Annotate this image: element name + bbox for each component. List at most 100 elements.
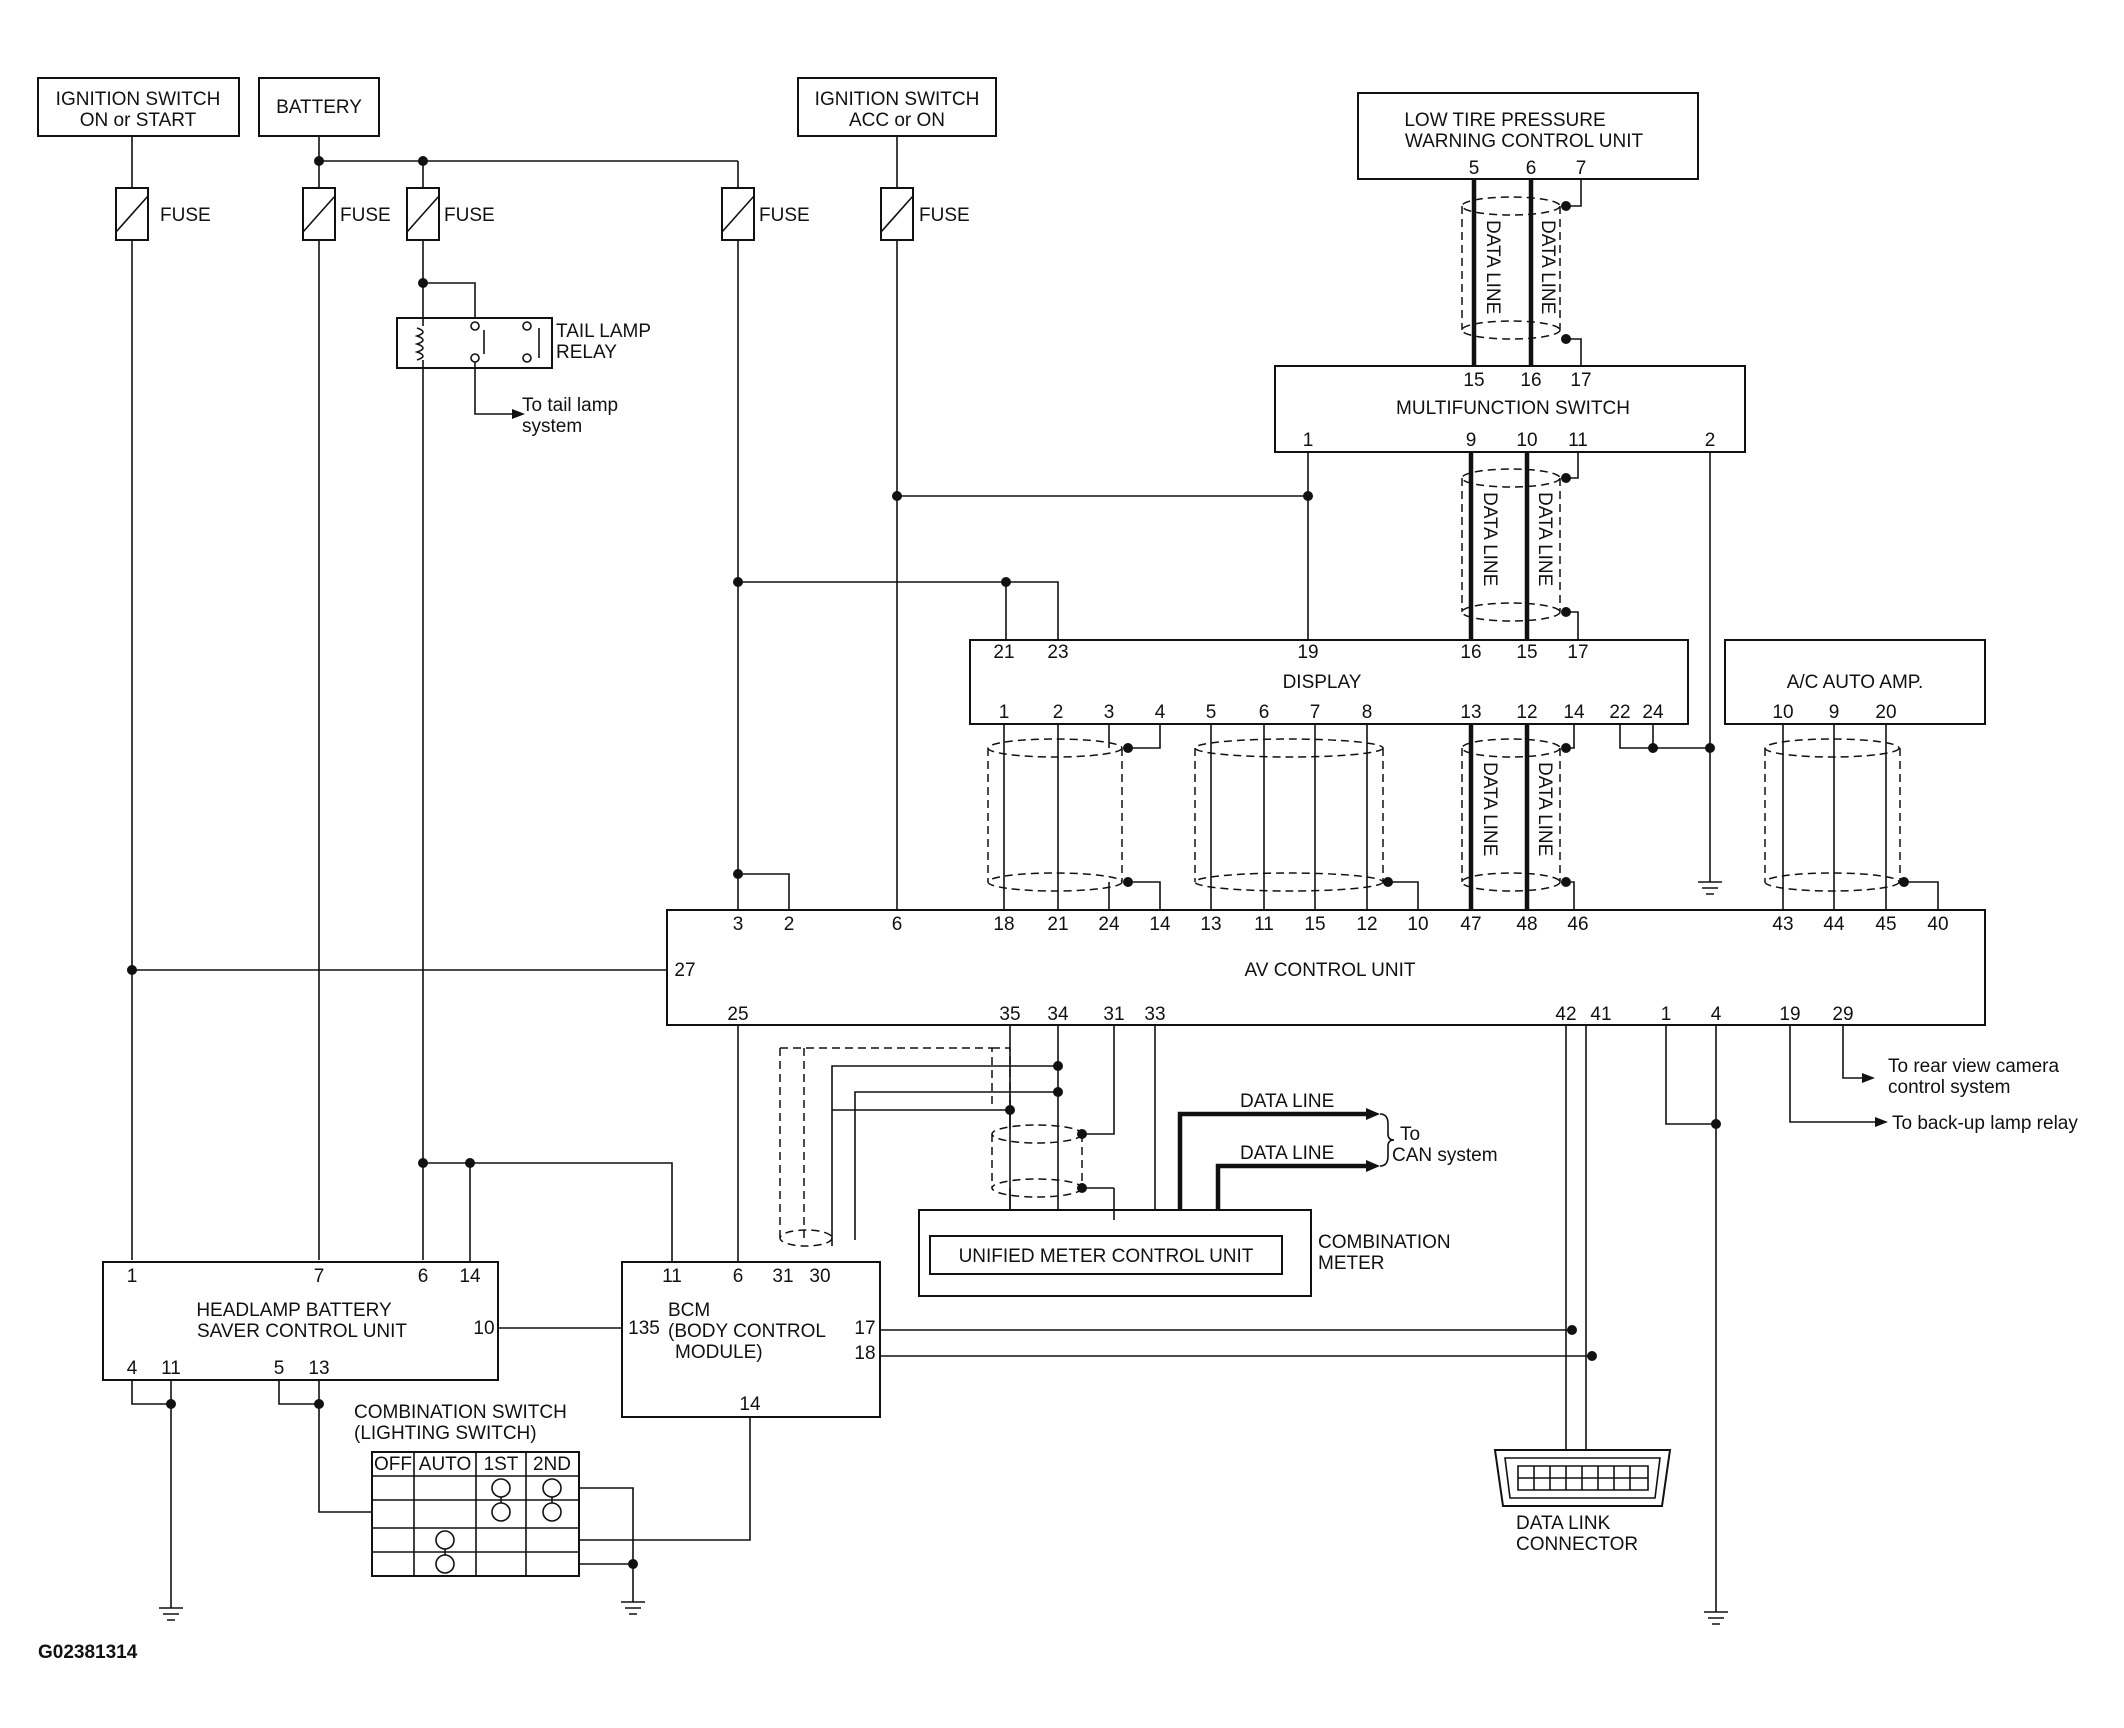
av-pin-27: 27 bbox=[674, 960, 695, 981]
av-pin-15: 15 bbox=[1304, 914, 1325, 935]
to-can-label-1: To bbox=[1400, 1124, 1420, 1145]
av-pin-18: 18 bbox=[993, 914, 1014, 935]
can-data-line-label-2: DATA LINE bbox=[1240, 1143, 1334, 1164]
combination-switch: COMBINATION SWITCH (LIGHTING SWITCH) OFF… bbox=[354, 1402, 645, 1615]
hbs-pin-6: 6 bbox=[418, 1266, 429, 1287]
can-data-lines bbox=[1177, 1111, 1368, 1210]
battery-box: BATTERY bbox=[258, 77, 380, 137]
dlc-label-1: DATA LINK bbox=[1516, 1513, 1611, 1534]
to-rear-camera-label-2: control system bbox=[1888, 1077, 2010, 1098]
bcm-switch-wire bbox=[579, 1417, 751, 1541]
display-pin-15: 15 bbox=[1516, 642, 1537, 663]
ignition-acc-on-label-2: ACC or ON bbox=[849, 110, 945, 131]
saver-switch-wire bbox=[278, 1380, 372, 1513]
ignition-on-start-label-1: IGNITION SWITCH bbox=[56, 89, 221, 110]
av-pin-10: 10 bbox=[1407, 914, 1428, 935]
ignition-acc-on-label-1: IGNITION SWITCH bbox=[815, 89, 980, 110]
low-tire-label-1: LOW TIRE PRESSURE bbox=[1404, 110, 1605, 131]
combination-switch-label-1: COMBINATION SWITCH bbox=[354, 1402, 567, 1423]
bcm-pin-30: 30 bbox=[809, 1266, 830, 1287]
to-can-label-2: CAN system bbox=[1392, 1145, 1498, 1166]
fuse-3: FUSE bbox=[406, 187, 495, 241]
av-pin-13: 13 bbox=[1200, 914, 1221, 935]
bcm-pin-17: 17 bbox=[854, 1318, 875, 1339]
shielded-data-line-3: DATA LINE DATA LINE bbox=[1461, 724, 1575, 910]
saver-ground-wire bbox=[131, 1380, 172, 1608]
to-backup-lamp-label: To back-up lamp relay bbox=[1892, 1113, 2078, 1134]
av-pin-12: 12 bbox=[1356, 914, 1377, 935]
mfs-label: MULTIFUNCTION SWITCH bbox=[1396, 398, 1630, 419]
fuse-4-label: FUSE bbox=[759, 205, 810, 226]
bcm-label-1: BCM bbox=[668, 1300, 710, 1321]
display-pin-6: 6 bbox=[1259, 702, 1270, 723]
av-pin-33: 33 bbox=[1144, 1004, 1165, 1025]
ac-pin-10: 10 bbox=[1772, 702, 1793, 723]
av-pin-42: 42 bbox=[1555, 1004, 1576, 1025]
av-pin-2: 2 bbox=[784, 914, 795, 935]
av-pin-21: 21 bbox=[1047, 914, 1068, 935]
display-pin-4: 4 bbox=[1155, 702, 1166, 723]
mfs-pin-15: 15 bbox=[1463, 370, 1484, 391]
display-pin-3: 3 bbox=[1104, 702, 1115, 723]
av-dlc-wires bbox=[1565, 1025, 1587, 1470]
mfs-pin-17: 17 bbox=[1570, 370, 1591, 391]
battery-bus bbox=[318, 136, 739, 188]
diagram-id: G02381314 bbox=[38, 1642, 138, 1663]
bcm-pin-6: 6 bbox=[733, 1266, 744, 1287]
display-pin-21: 21 bbox=[993, 642, 1014, 663]
display-pin-1: 1 bbox=[999, 702, 1010, 723]
hbs-pin-1: 1 bbox=[127, 1266, 138, 1287]
shielded-data-line-1: DATA LINE DATA LINE bbox=[1461, 179, 1582, 366]
data-line-label-2a: DATA LINE bbox=[1479, 492, 1500, 586]
low-tire-pin-7: 7 bbox=[1576, 158, 1587, 179]
battery-label: BATTERY bbox=[276, 97, 362, 118]
bcm-label-2: (BODY CONTROL bbox=[668, 1321, 826, 1342]
low-tire-label-2: WARNING CONTROL UNIT bbox=[1405, 131, 1644, 152]
switch-pos-auto: AUTO bbox=[419, 1454, 471, 1475]
av-pin-41: 41 bbox=[1590, 1004, 1611, 1025]
av-control-unit-label: AV CONTROL UNIT bbox=[1244, 960, 1415, 981]
ground-icon bbox=[1704, 1611, 1728, 1625]
bcm-pin-135: 135 bbox=[628, 1318, 660, 1339]
mfs-pin-11: 11 bbox=[1568, 430, 1588, 451]
hbs-pin-11: 11 bbox=[161, 1358, 181, 1379]
data-line-label-1b: DATA LINE bbox=[1537, 220, 1558, 314]
combination-meter: UNIFIED METER CONTROL UNIT COMBINATION M… bbox=[918, 1209, 1451, 1297]
av-pin-24: 24 bbox=[1098, 914, 1120, 935]
ac-auto-amp-label: A/C AUTO AMP. bbox=[1787, 672, 1924, 693]
av-pin-46: 46 bbox=[1567, 914, 1588, 935]
headlamp-battery-saver: 1 7 6 14 HEADLAMP BATTERY SAVER CONTROL … bbox=[102, 1261, 499, 1381]
av-pin-48: 48 bbox=[1516, 914, 1537, 935]
display-pin-8: 8 bbox=[1362, 702, 1373, 723]
meter-stub-wires bbox=[1009, 1188, 1115, 1220]
av-pin-11: 11 bbox=[1254, 914, 1274, 935]
source-to-fuse-wires bbox=[131, 136, 898, 188]
av-pin-29: 29 bbox=[1832, 1004, 1853, 1025]
shielded-bundle-b bbox=[1194, 724, 1419, 910]
bcm: 11 6 31 30 BCM (BODY CONTROL MODULE) 135… bbox=[621, 1261, 881, 1418]
acc-to-mfs-wire bbox=[897, 452, 1309, 640]
fuse-1-label: FUSE bbox=[160, 205, 211, 226]
mfs-pin-10: 10 bbox=[1516, 430, 1537, 451]
low-tire-pin-6: 6 bbox=[1526, 158, 1537, 179]
fuse-5: FUSE bbox=[880, 187, 970, 241]
av-pin-45: 45 bbox=[1875, 914, 1896, 935]
av-ground-wire bbox=[1665, 1025, 1717, 1612]
relay-output-wire bbox=[423, 1162, 673, 1262]
display-pin-12: 12 bbox=[1516, 702, 1537, 723]
av-pin-25: 25 bbox=[727, 1004, 748, 1025]
fuse-2: FUSE bbox=[302, 187, 391, 241]
can-data-line-label-1: DATA LINE bbox=[1240, 1091, 1334, 1112]
display-pin-5: 5 bbox=[1206, 702, 1217, 723]
to-tail-lamp-label-2: system bbox=[522, 416, 582, 437]
av-pin-43: 43 bbox=[1772, 914, 1793, 935]
ground-icon bbox=[1698, 881, 1722, 895]
ignition-acc-on-box: IGNITION SWITCH ACC or ON bbox=[797, 77, 997, 137]
rear-camera-wire bbox=[1842, 1025, 1862, 1079]
fuse-4: FUSE bbox=[721, 187, 810, 241]
fuse-3-label: FUSE bbox=[444, 205, 495, 226]
bcm-dlc-wires bbox=[880, 1329, 1592, 1357]
data-line-label-2b: DATA LINE bbox=[1534, 492, 1555, 586]
mfs-pin-9: 9 bbox=[1466, 430, 1477, 451]
av-pin-3: 3 bbox=[733, 914, 744, 935]
